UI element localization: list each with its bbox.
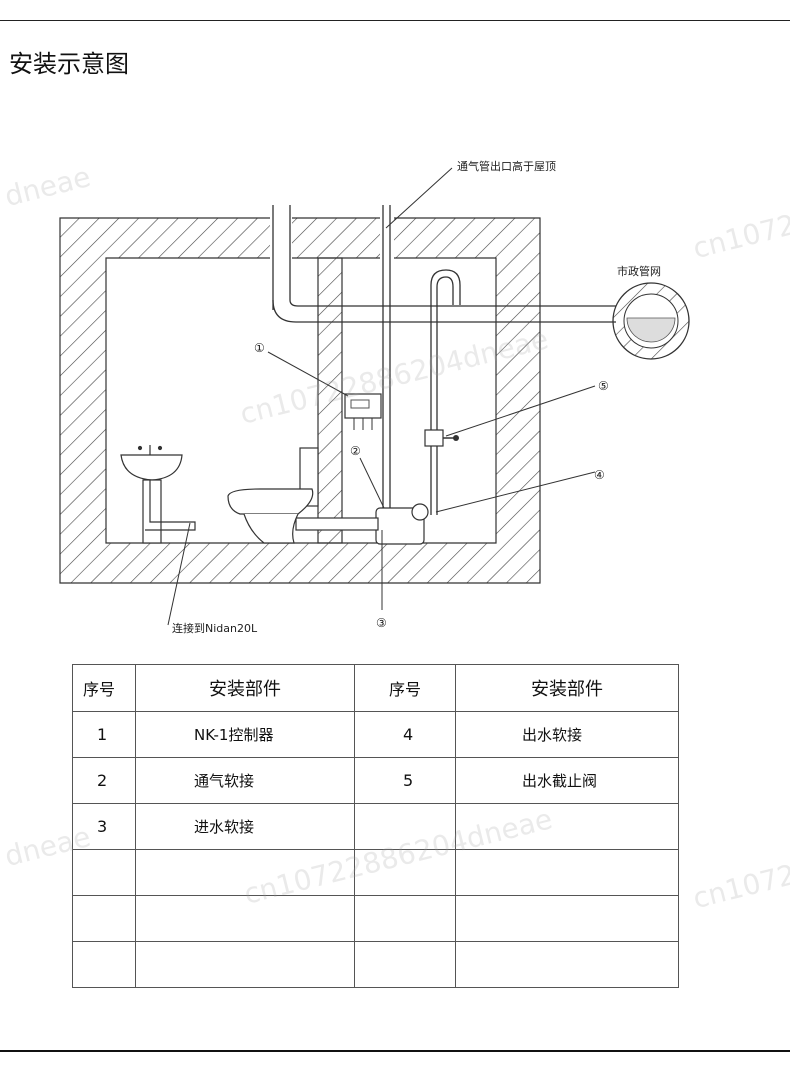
cell-index [354, 803, 456, 850]
cell-part [135, 941, 355, 988]
table-row [72, 895, 679, 942]
header-index: 序号 [354, 664, 456, 712]
partition-wall [317, 257, 343, 544]
cell-part: 进水软接 [135, 803, 355, 850]
cell-part [455, 849, 679, 896]
cell-index [354, 895, 456, 942]
table-row [72, 941, 679, 988]
installation-diagram: 通气管出口高于屋顶 市政管网 连接到Nidan20L ① ② ③ ④ ⑤ [59, 159, 690, 635]
header-part: 安装部件 [135, 664, 355, 712]
label-municipal: 市政管网 [617, 264, 661, 278]
label-n5: ⑤ [598, 379, 609, 393]
label-n2: ② [350, 444, 361, 458]
label-vent-roof: 通气管出口高于屋顶 [457, 159, 556, 173]
cell-part [135, 895, 355, 942]
cell-index: 5 [354, 757, 456, 804]
bottom-rule [0, 1050, 790, 1052]
cell-part: 出水截止阀 [455, 757, 679, 804]
leader-lines [167, 167, 596, 626]
cell-index: 1 [72, 711, 136, 758]
cell-part: 出水软接 [455, 711, 679, 758]
vent-pipe [272, 205, 391, 510]
label-n3: ③ [376, 616, 387, 630]
cell-part [135, 849, 355, 896]
label-connect: 连接到Nidan20L [172, 622, 258, 635]
table-header-row: 序号 安装部件 序号 安装部件 [72, 664, 679, 712]
cell-index: 2 [72, 757, 136, 804]
toilet-icon [227, 447, 319, 544]
controller-box [344, 393, 382, 430]
label-n1: ① [254, 341, 265, 355]
cell-part: NK-1控制器 [135, 711, 355, 758]
header-part: 安装部件 [455, 664, 679, 712]
header-index: 序号 [72, 664, 136, 712]
cell-index: 3 [72, 803, 136, 850]
watermark: cn1072 [689, 857, 790, 916]
page-title: 安装示意图 [9, 50, 129, 78]
municipal-pipe [272, 269, 616, 515]
cell-index [72, 849, 136, 896]
municipal-network [612, 282, 690, 360]
cell-index [72, 895, 136, 942]
washbasin-icon [120, 445, 196, 544]
cell-part [455, 803, 679, 850]
cell-index [354, 849, 456, 896]
cell-part [455, 941, 679, 988]
cell-index: 4 [354, 711, 456, 758]
cell-index [354, 941, 456, 988]
cell-part [455, 895, 679, 942]
table-row [72, 849, 679, 896]
stop-valve [424, 429, 459, 447]
cell-part: 通气软接 [135, 757, 355, 804]
top-rule [0, 20, 790, 21]
pump-unit [295, 503, 429, 545]
cell-index [72, 941, 136, 988]
label-n4: ④ [594, 468, 605, 482]
